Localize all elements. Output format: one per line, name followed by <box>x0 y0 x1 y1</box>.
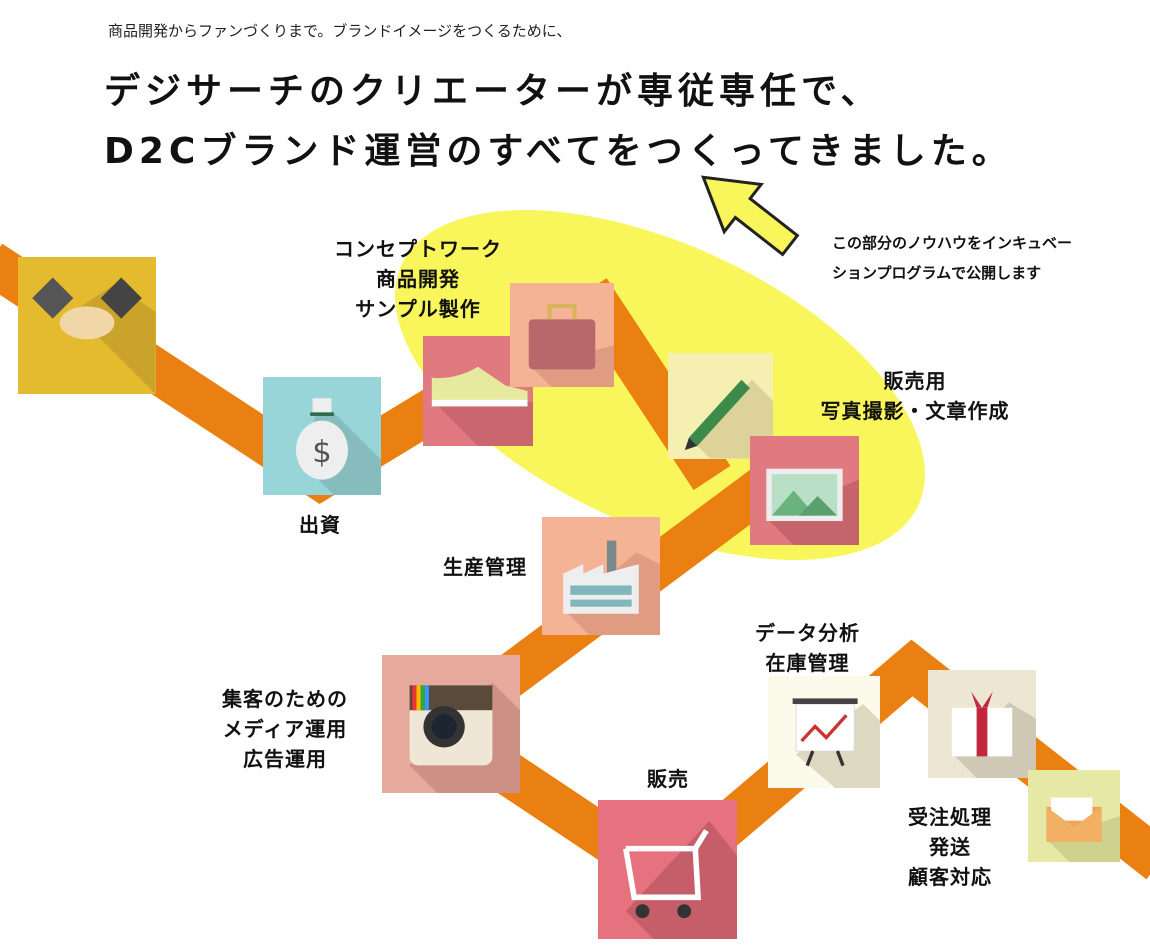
label-data-analysis: データ分析 在庫管理 <box>735 618 880 678</box>
label-line: 写真撮影・文章作成 <box>820 399 1010 423</box>
svg-text:$: $ <box>312 435 332 470</box>
shopping-bag-icon <box>528 303 614 387</box>
label-line: データ分析 <box>755 621 860 645</box>
label-line: サンプル製作 <box>355 297 481 321</box>
note-line-1: この部分のノウハウをインキュベー <box>832 234 1073 252</box>
envelope-icon <box>1046 797 1120 862</box>
label-line: 発送 <box>929 835 971 859</box>
factory-icon <box>563 540 660 635</box>
label-line: 販売用 <box>883 369 947 393</box>
title-line-1: デジサーチのクリエーターが専従専任で、 <box>104 71 882 112</box>
label-production: 生産管理 <box>443 555 527 579</box>
money-bag-icon: $ <box>296 398 381 495</box>
camera-tile <box>382 655 520 793</box>
moneybag-tile: $ <box>263 377 381 495</box>
label-line: 広告運用 <box>243 747 327 771</box>
subtitle: 商品開発からファンづくりまで。ブランドイメージをつくるために、 <box>108 22 572 40</box>
label-orders: 受注処理 発送 顧客対応 <box>885 802 1015 892</box>
label-line: 顧客対応 <box>908 865 992 889</box>
label-line: メディア運用 <box>222 717 348 741</box>
label-photo-copy: 販売用 写真撮影・文章作成 <box>790 366 1040 426</box>
label-line: 受注処理 <box>908 805 992 829</box>
bag-tile <box>510 283 614 387</box>
gift-icon <box>951 691 1036 778</box>
handshake-tile <box>18 257 156 394</box>
presentation-chart-icon <box>792 698 880 788</box>
envelope-tile <box>1028 770 1120 862</box>
label-line: 商品開発 <box>376 267 460 291</box>
label-line: コンセプトワーク <box>334 237 502 261</box>
note-line-2: ションプログラムで公開します <box>832 264 1042 282</box>
sneaker-icon <box>431 366 533 446</box>
cart-tile <box>598 800 737 939</box>
shopping-cart-icon <box>623 820 737 939</box>
arrow-icon <box>701 175 800 257</box>
camera-icon <box>409 682 520 793</box>
label-media: 集客のための メディア運用 広告運用 <box>200 684 370 774</box>
title-line-2: D2Cブランド運営のすべてをつくってきました。 <box>104 131 1013 172</box>
photo-tile <box>750 436 859 545</box>
gift-tile <box>928 670 1036 778</box>
label-investment: 出資 <box>299 513 341 537</box>
image-icon <box>766 468 859 545</box>
label-line: 集客のための <box>222 687 348 711</box>
handshake-icon <box>32 277 156 394</box>
incubation-note: この部分のノウハウをインキュベー ションプログラムで公開します <box>832 228 1072 288</box>
factory-tile <box>542 517 660 635</box>
label-concept-work: コンセプトワーク 商品開発 サンプル製作 <box>313 234 523 324</box>
label-line: 在庫管理 <box>765 651 850 675</box>
chart-tile <box>768 676 880 788</box>
label-sales: 販売 <box>647 767 689 791</box>
